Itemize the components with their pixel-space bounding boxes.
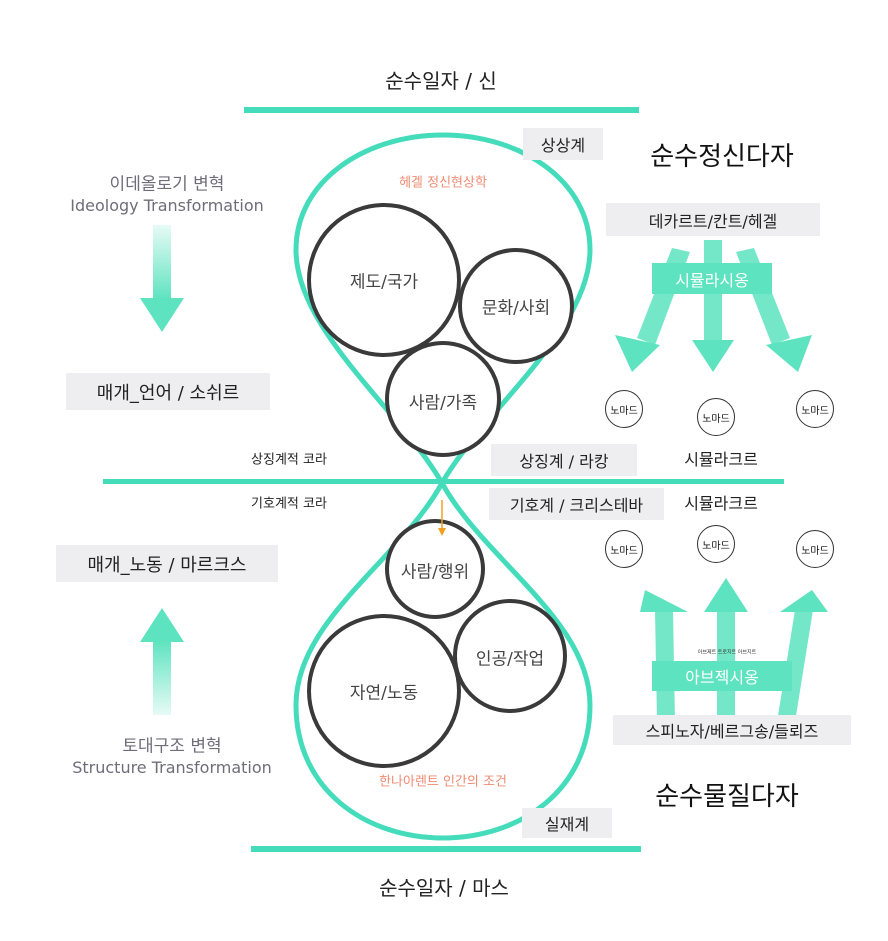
ideology-ko: 이데올로기 변혁 <box>109 174 225 195</box>
lacan-label: 상징계 / 라캉 <box>491 444 637 476</box>
simulation-arrows <box>615 240 812 372</box>
label-labor: 자연/노동 <box>349 683 419 704</box>
hegel-label: 헤겔 정신현상학 <box>399 175 487 191</box>
label-work: 인공/작업 <box>475 649 545 670</box>
nomad-upper-2: 노마드 <box>697 398 735 436</box>
medium-language: 매개_언어 / 소쉬르 <box>66 373 270 410</box>
bottom-title: 순수일자 / 마스 <box>379 876 509 900</box>
simulation-label: 시뮬라시옹 <box>652 263 772 294</box>
nomad-lower-1: 노마드 <box>605 530 643 568</box>
circle-work <box>453 599 567 713</box>
nomad-upper-3: 노마드 <box>796 390 834 428</box>
philosophers-lower: 스피노자/베르그송/들뢰즈 <box>613 715 851 745</box>
top-bar <box>244 107 639 113</box>
arendt-label: 한나아렌트 인간의 조건 <box>379 774 507 790</box>
philosophers-upper: 데카르트/칸트/헤겔 <box>606 203 820 236</box>
lower-heading: 순수물질다자 <box>655 782 799 812</box>
structure-en: Structure Transformation <box>72 758 272 777</box>
middle-bar <box>103 479 784 484</box>
semiotic-chora: 기호계적 코라 <box>251 496 327 512</box>
abjection-small-label: 아브제트 트로지트 아브지트 <box>697 649 757 656</box>
symbolic-chora: 상징계적 코라 <box>251 452 327 468</box>
ideology-down-arrow <box>140 225 184 332</box>
circle-labor <box>307 614 461 768</box>
nomad-lower-3: 노마드 <box>796 530 834 568</box>
nomad-lower-2: 노마드 <box>697 525 735 563</box>
label-action: 사람/행위 <box>400 562 470 583</box>
label-family: 사람/가족 <box>408 393 478 414</box>
nomad-upper-1: 노마드 <box>605 390 643 428</box>
circle-family <box>385 341 501 457</box>
circle-institution <box>307 203 461 357</box>
simulacre-lower: 시뮬라크르 <box>684 494 758 513</box>
label-culture: 문화/사회 <box>481 298 551 319</box>
simulacre-upper: 시뮬라크르 <box>684 450 758 469</box>
upper-heading: 순수정신다자 <box>650 142 794 172</box>
structure-ko: 토대구조 변혁 <box>122 736 222 757</box>
kristeva-label: 기호계 / 크리스테바 <box>489 488 664 520</box>
label-institution: 제도/국가 <box>349 272 419 293</box>
circle-action <box>385 519 485 619</box>
realm-imaginary: 상상계 <box>523 128 603 160</box>
bottom-bar <box>251 846 641 852</box>
medium-labor: 매개_노동 / 마르크스 <box>56 545 278 582</box>
ideology-en: Ideology Transformation <box>70 196 264 215</box>
circle-culture <box>458 248 574 364</box>
realm-real: 실재계 <box>522 808 612 838</box>
top-title: 순수일자 / 신 <box>385 69 497 93</box>
orange-arrow-head <box>438 528 446 536</box>
structure-up-arrow <box>140 608 184 715</box>
abjection-label: 아브젝시옹 <box>652 661 792 691</box>
